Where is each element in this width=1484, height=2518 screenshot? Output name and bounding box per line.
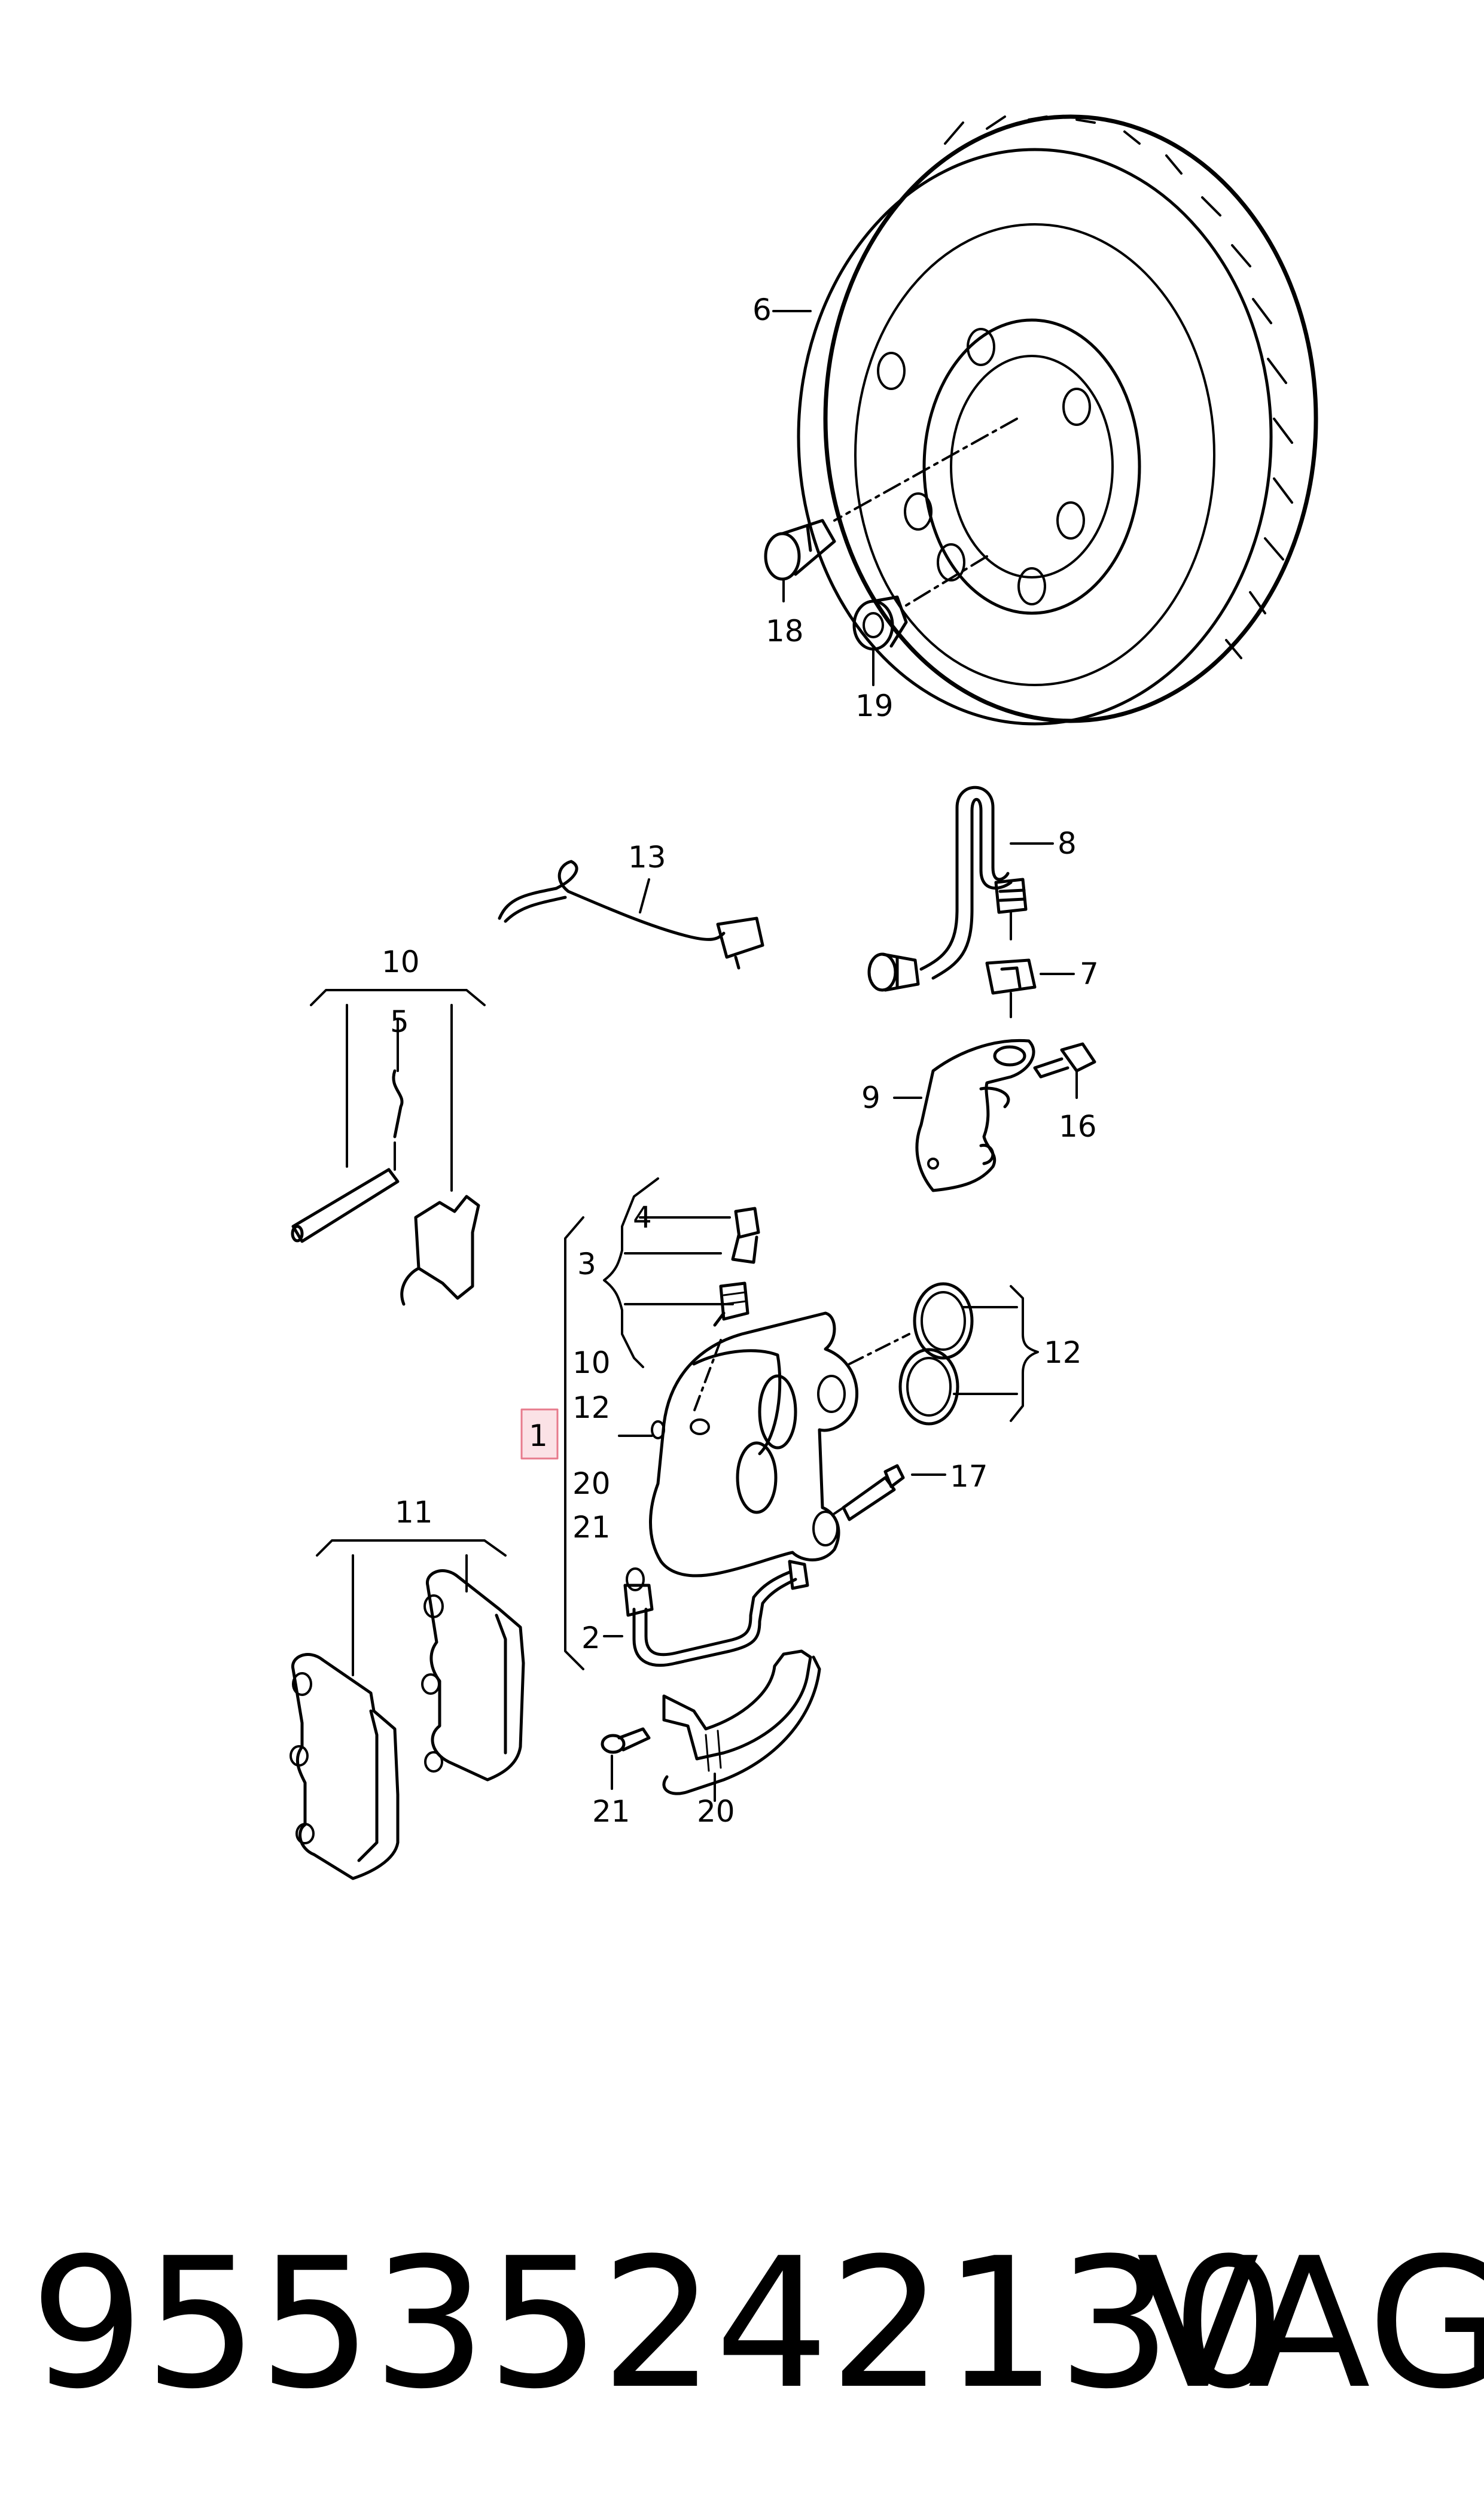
callout-6: 6 [752, 293, 772, 327]
callout-7: 7 [1080, 957, 1099, 991]
callout-19: 19 [855, 689, 894, 723]
retaining-clip-7-drawing [985, 958, 1075, 1018]
part-number-text: 95535242130 [30, 2219, 1286, 2428]
callout-17: 17 [950, 1459, 988, 1494]
subpart-21: 21 [572, 1510, 611, 1545]
callout-8: 8 [1058, 826, 1077, 861]
subpart-12: 12 [572, 1390, 611, 1425]
callout-5: 5 [390, 1004, 409, 1039]
callout-10-top: 10 [382, 945, 420, 979]
callout-2: 2 [581, 1621, 601, 1655]
callout-12-right: 12 [1044, 1335, 1082, 1370]
caliper-1-drawing [564, 1177, 1039, 1802]
subpart-20: 20 [572, 1466, 611, 1501]
callout-9: 9 [861, 1080, 880, 1115]
callout-3: 3 [577, 1247, 596, 1281]
callout-13: 13 [628, 840, 666, 875]
brake-pads-11-drawing [290, 1539, 525, 1880]
bracket-9-drawing [893, 1039, 1035, 1192]
callout-1: 1 [529, 1418, 548, 1453]
callout-21: 21 [592, 1794, 630, 1829]
highlight-box-1 [520, 1408, 559, 1460]
brake-line-8-drawing [867, 785, 1054, 992]
brake-disc-drawing [797, 114, 1318, 726]
subpart-10: 10 [572, 1345, 611, 1380]
callout-4: 4 [633, 1200, 652, 1235]
pin-kit-10-drawing [291, 989, 486, 1306]
brand-text: VAG [1136, 2219, 1484, 2428]
callout-11: 11 [395, 1495, 433, 1530]
locating-screw-19-drawing [852, 595, 908, 686]
bolt-16-drawing [1033, 1042, 1096, 1099]
callout-18: 18 [766, 614, 804, 648]
callout-20: 20 [697, 1794, 735, 1829]
wear-sensor-13-drawing [498, 860, 764, 970]
wheel-bolt-18-drawing [764, 519, 836, 602]
callout-16: 16 [1059, 1109, 1097, 1144]
